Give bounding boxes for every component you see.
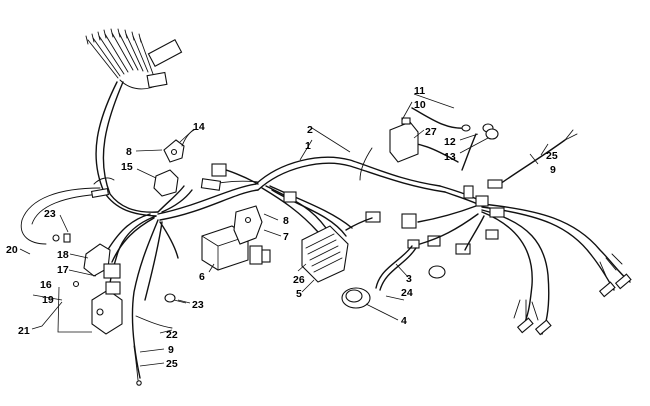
callout-7: 7 <box>283 231 289 243</box>
callout-10: 10 <box>414 99 426 111</box>
wiring <box>20 28 632 386</box>
callout-1: 1 <box>305 140 311 152</box>
callout-19: 19 <box>42 294 54 306</box>
callout-labels: 1 2 3 4 5 6 7 8 8 9 9 10 11 12 13 14 15 … <box>6 85 558 370</box>
callout-6: 6 <box>199 271 205 283</box>
callout-23-right: 23 <box>192 299 204 311</box>
callout-17: 17 <box>57 264 69 276</box>
callout-8-top: 8 <box>126 146 132 158</box>
grommet-24 <box>428 265 446 279</box>
callout-15: 15 <box>121 161 133 173</box>
bracket-7 <box>233 205 271 265</box>
callout-4: 4 <box>401 315 407 327</box>
bolt-23a <box>52 233 71 243</box>
callout-25-bottom: 25 <box>166 358 178 370</box>
callout-26: 26 <box>293 274 305 286</box>
callout-18: 18 <box>57 249 69 261</box>
bulb-12 <box>461 123 499 140</box>
callout-21: 21 <box>18 325 30 337</box>
sensor-14 <box>163 129 195 163</box>
coil-27 <box>389 117 419 163</box>
callout-3: 3 <box>406 273 412 285</box>
bolt-23b <box>164 293 187 304</box>
leader-lines <box>19 93 549 367</box>
callout-5: 5 <box>296 288 302 300</box>
regulator-5 <box>301 225 349 283</box>
callout-9-right: 9 <box>550 164 556 176</box>
connector-15 <box>153 169 179 197</box>
relay-18 <box>83 243 121 279</box>
callout-16: 16 <box>40 279 52 291</box>
callout-14: 14 <box>193 121 205 133</box>
clip-19 <box>72 280 80 288</box>
callout-2: 2 <box>307 124 313 136</box>
callout-9-bottom: 9 <box>168 344 174 356</box>
solenoid-17 <box>91 281 123 335</box>
callout-20: 20 <box>6 244 18 256</box>
callout-27: 27 <box>425 126 437 138</box>
callout-8-mid: 8 <box>283 215 289 227</box>
callout-13: 13 <box>444 151 456 163</box>
callout-25-right: 25 <box>546 150 558 162</box>
callout-11: 11 <box>414 85 425 97</box>
components <box>52 117 499 335</box>
callout-12: 12 <box>444 136 456 148</box>
component-4 <box>341 287 371 309</box>
callout-22: 22 <box>166 329 178 341</box>
callout-24: 24 <box>401 287 413 299</box>
callout-23-left: 23 <box>44 208 56 220</box>
